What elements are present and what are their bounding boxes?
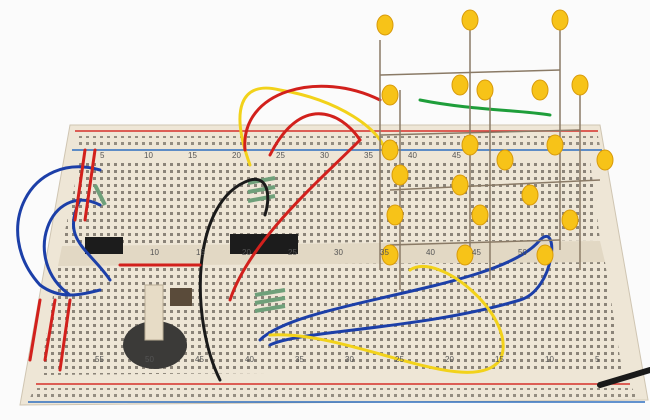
column-number: 15 bbox=[196, 248, 205, 257]
potentiometer bbox=[123, 284, 192, 369]
column-number: 25 bbox=[395, 355, 404, 364]
column-number: 35 bbox=[364, 151, 373, 160]
hole-grid-top bbox=[62, 160, 600, 245]
yellow-led bbox=[561, 209, 579, 231]
jumper-wires bbox=[16, 84, 650, 388]
column-number: 35 bbox=[380, 248, 389, 257]
yellow-led bbox=[451, 174, 469, 196]
yellow-led bbox=[596, 149, 614, 171]
column-number: 20 bbox=[445, 355, 454, 364]
bottom-row-numbers: 55 50 45 40 35 30 25 20 15 10 5 bbox=[95, 355, 600, 364]
yellow-led bbox=[461, 9, 479, 31]
yellow-led bbox=[376, 14, 394, 36]
column-number: 20 bbox=[232, 151, 241, 160]
yellow-led bbox=[451, 74, 469, 96]
bottom-rail-holes bbox=[30, 388, 638, 398]
column-number: 20 bbox=[242, 248, 251, 257]
yellow-led bbox=[391, 164, 409, 186]
top-rail-holes bbox=[76, 136, 600, 146]
column-number: 30 bbox=[345, 355, 354, 364]
column-number: 25 bbox=[288, 248, 297, 257]
ic-chip-large bbox=[230, 234, 298, 254]
yellow-led bbox=[381, 244, 399, 266]
yellow-led bbox=[536, 244, 554, 266]
yellow-led bbox=[381, 84, 399, 106]
yellow-led bbox=[551, 9, 569, 31]
column-number: 45 bbox=[452, 151, 461, 160]
column-number: 40 bbox=[408, 151, 417, 160]
yellow-led bbox=[531, 79, 549, 101]
column-number: 30 bbox=[334, 248, 343, 257]
middle-row-numbers: 10 15 20 25 30 35 40 45 50 bbox=[150, 248, 527, 257]
top-row-numbers: 5 10 15 20 25 30 35 40 45 bbox=[100, 151, 461, 160]
yellow-led bbox=[496, 149, 514, 171]
yellow-led bbox=[546, 134, 564, 156]
column-number: 50 bbox=[145, 355, 154, 364]
column-number: 10 bbox=[144, 151, 153, 160]
column-number: 35 bbox=[295, 355, 304, 364]
column-number: 30 bbox=[320, 151, 329, 160]
column-number: 15 bbox=[495, 355, 504, 364]
yellow-led bbox=[521, 184, 539, 206]
yellow-led bbox=[571, 74, 589, 96]
yellow-led bbox=[476, 79, 494, 101]
ic-chip-small bbox=[85, 237, 123, 254]
column-number: 10 bbox=[545, 355, 554, 364]
column-number: 40 bbox=[426, 248, 435, 257]
column-number: 50 bbox=[518, 248, 527, 257]
yellow-led bbox=[456, 244, 474, 266]
yellow-led bbox=[471, 204, 489, 226]
yellow-led bbox=[386, 204, 404, 226]
led-cube bbox=[376, 9, 614, 266]
column-number: 5 bbox=[100, 151, 105, 160]
column-number: 5 bbox=[595, 355, 600, 364]
column-number: 25 bbox=[276, 151, 285, 160]
column-number: 55 bbox=[95, 355, 104, 364]
column-number: 10 bbox=[150, 248, 159, 257]
column-number: 45 bbox=[472, 248, 481, 257]
column-number: 45 bbox=[195, 355, 204, 364]
resistors bbox=[93, 176, 286, 313]
yellow-led bbox=[461, 134, 479, 156]
hole-grid-bottom bbox=[40, 262, 622, 375]
column-number: 15 bbox=[188, 151, 197, 160]
yellow-led bbox=[381, 139, 399, 161]
column-number: 40 bbox=[245, 355, 254, 364]
